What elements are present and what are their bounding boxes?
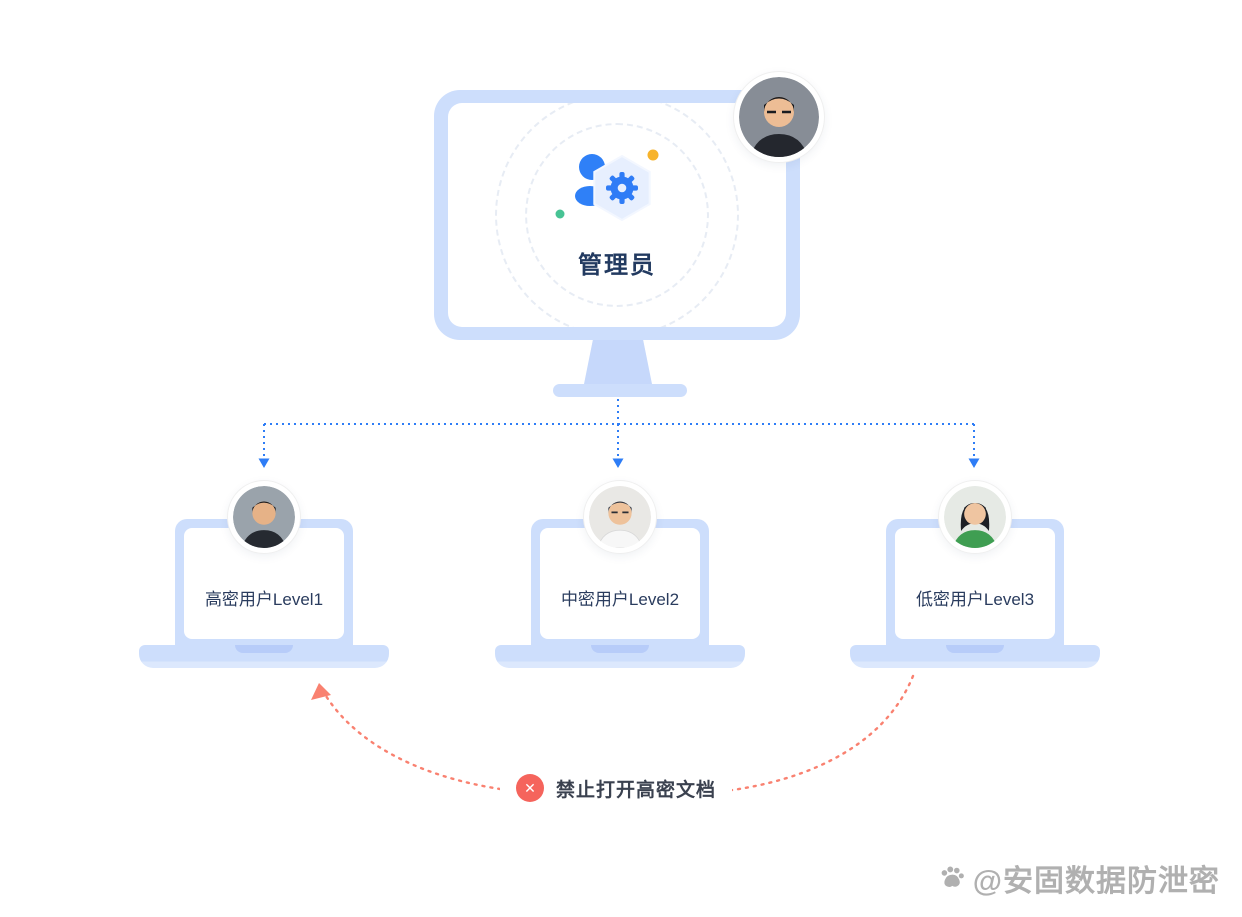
laptop-level2-base	[495, 645, 745, 668]
laptop-level3: 低密用户Level3	[850, 519, 1100, 668]
admin-label: 管理员	[578, 252, 656, 279]
laptop-base-notch	[235, 645, 293, 653]
forbidden-x-icon: ✕	[516, 774, 544, 802]
restriction-label: 禁止打开高密文档	[556, 779, 717, 801]
paw-icon	[941, 866, 964, 887]
dashed-circle-inner	[525, 123, 709, 307]
dashed-circle-outer	[495, 103, 739, 327]
monitor-base	[553, 384, 687, 397]
restriction-note: ✕ 禁止打开高密文档	[500, 770, 733, 806]
laptop-base-notch	[946, 645, 1004, 653]
level1-user-avatar	[228, 481, 300, 553]
laptop-level3-base	[850, 645, 1100, 668]
admin-avatar-image	[739, 77, 819, 157]
laptop-level2-label: 中密用户Level2	[560, 590, 680, 609]
level3-avatar-image	[944, 486, 1006, 548]
laptop-base-notch	[591, 645, 649, 653]
laptop-level1-label: 高密用户Level1	[204, 590, 324, 609]
admin-gear-hexagon-icon	[555, 149, 659, 222]
watermark: @安固数据防泄密	[936, 856, 1220, 900]
watermark-text: @安固数据防泄密	[972, 865, 1220, 898]
admin-avatar	[734, 72, 824, 162]
level3-user-avatar	[939, 481, 1011, 553]
level1-avatar-image	[233, 486, 295, 548]
level2-user-avatar	[584, 481, 656, 553]
admin-monitor-screen: 管理员	[448, 103, 786, 327]
laptop-level3-label: 低密用户Level3	[915, 590, 1035, 609]
laptop-level1-base	[139, 645, 389, 668]
level2-avatar-image	[589, 486, 651, 548]
monitor-stand	[584, 340, 652, 384]
laptop-level3-screen: 低密用户Level3	[886, 519, 1064, 645]
